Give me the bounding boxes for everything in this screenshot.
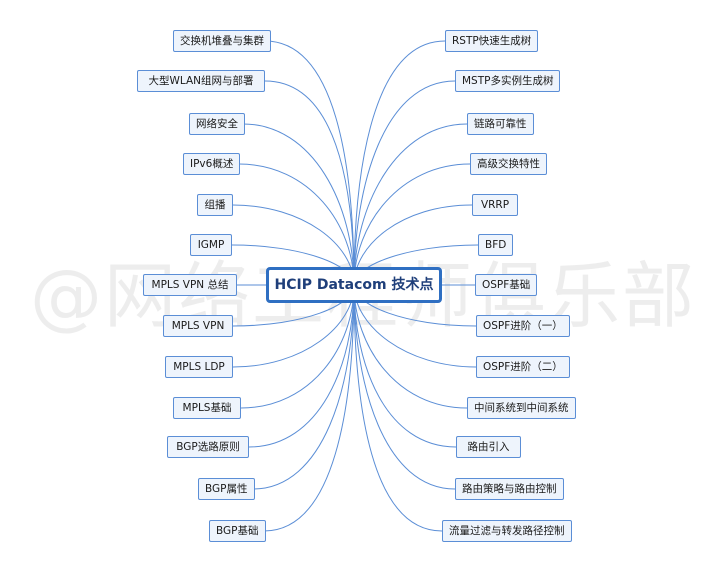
left-connector-line — [248, 284, 355, 448]
right-connector-line — [353, 163, 471, 286]
right-branch-node[interactable]: 中间系统到中间系统 — [467, 397, 576, 419]
left-branch-node[interactable]: 交换机堆叠与集群 — [173, 30, 271, 52]
left-branch-node[interactable]: 大型WLAN组网与部署 — [137, 70, 265, 92]
right-branch-node[interactable]: 路由策略与路由控制 — [455, 478, 564, 500]
left-connector-line — [264, 80, 355, 286]
left-branch-node[interactable]: 网络安全 — [189, 113, 245, 135]
right-branch-node[interactable]: MSTP多实例生成树 — [455, 70, 561, 92]
right-branch-node[interactable]: OSPF进阶（一） — [476, 315, 570, 337]
left-branch-node[interactable]: MPLS VPN 总结 — [143, 274, 237, 296]
right-branch-node[interactable]: VRRP — [472, 194, 518, 216]
right-branch-node[interactable]: 高级交换特性 — [470, 153, 547, 175]
left-connector-line — [263, 284, 355, 532]
left-branch-node[interactable]: BGP选路原则 — [167, 436, 249, 458]
left-branch-node[interactable]: IGMP — [190, 234, 232, 256]
left-branch-node[interactable]: IPv6概述 — [183, 153, 241, 175]
left-branch-node[interactable]: 组播 — [197, 194, 233, 216]
left-branch-node[interactable]: MPLS VPN — [163, 315, 233, 337]
left-connector-line — [240, 284, 355, 409]
left-branch-node[interactable]: MPLS LDP — [165, 356, 233, 378]
left-connector-line — [242, 123, 355, 286]
right-connector-line — [353, 284, 468, 409]
left-connector-line — [252, 284, 355, 490]
left-connector-line — [238, 163, 355, 286]
right-branch-node[interactable]: 路由引入 — [456, 436, 521, 458]
right-branch-node[interactable]: OSPF进阶（二） — [476, 356, 570, 378]
right-branch-node[interactable]: RSTP快速生成树 — [445, 30, 539, 52]
right-connector-line — [353, 284, 457, 448]
right-branch-node[interactable]: 流量过滤与转发路径控制 — [442, 520, 572, 542]
left-branch-node[interactable]: MPLS基础 — [173, 397, 241, 419]
left-branch-node[interactable]: BGP基础 — [209, 520, 266, 542]
right-connector-line — [353, 123, 468, 286]
left-branch-node[interactable]: BGP属性 — [198, 478, 255, 500]
right-connector-line — [353, 284, 443, 532]
right-branch-node[interactable]: 链路可靠性 — [467, 113, 534, 135]
central-topic[interactable]: HCIP Datacom 技术点 — [266, 267, 442, 303]
right-connector-line — [353, 80, 456, 286]
right-branch-node[interactable]: OSPF基础 — [475, 274, 538, 296]
right-connector-line — [353, 284, 456, 490]
right-connector-line — [353, 40, 446, 286]
right-branch-node[interactable]: BFD — [478, 234, 514, 256]
